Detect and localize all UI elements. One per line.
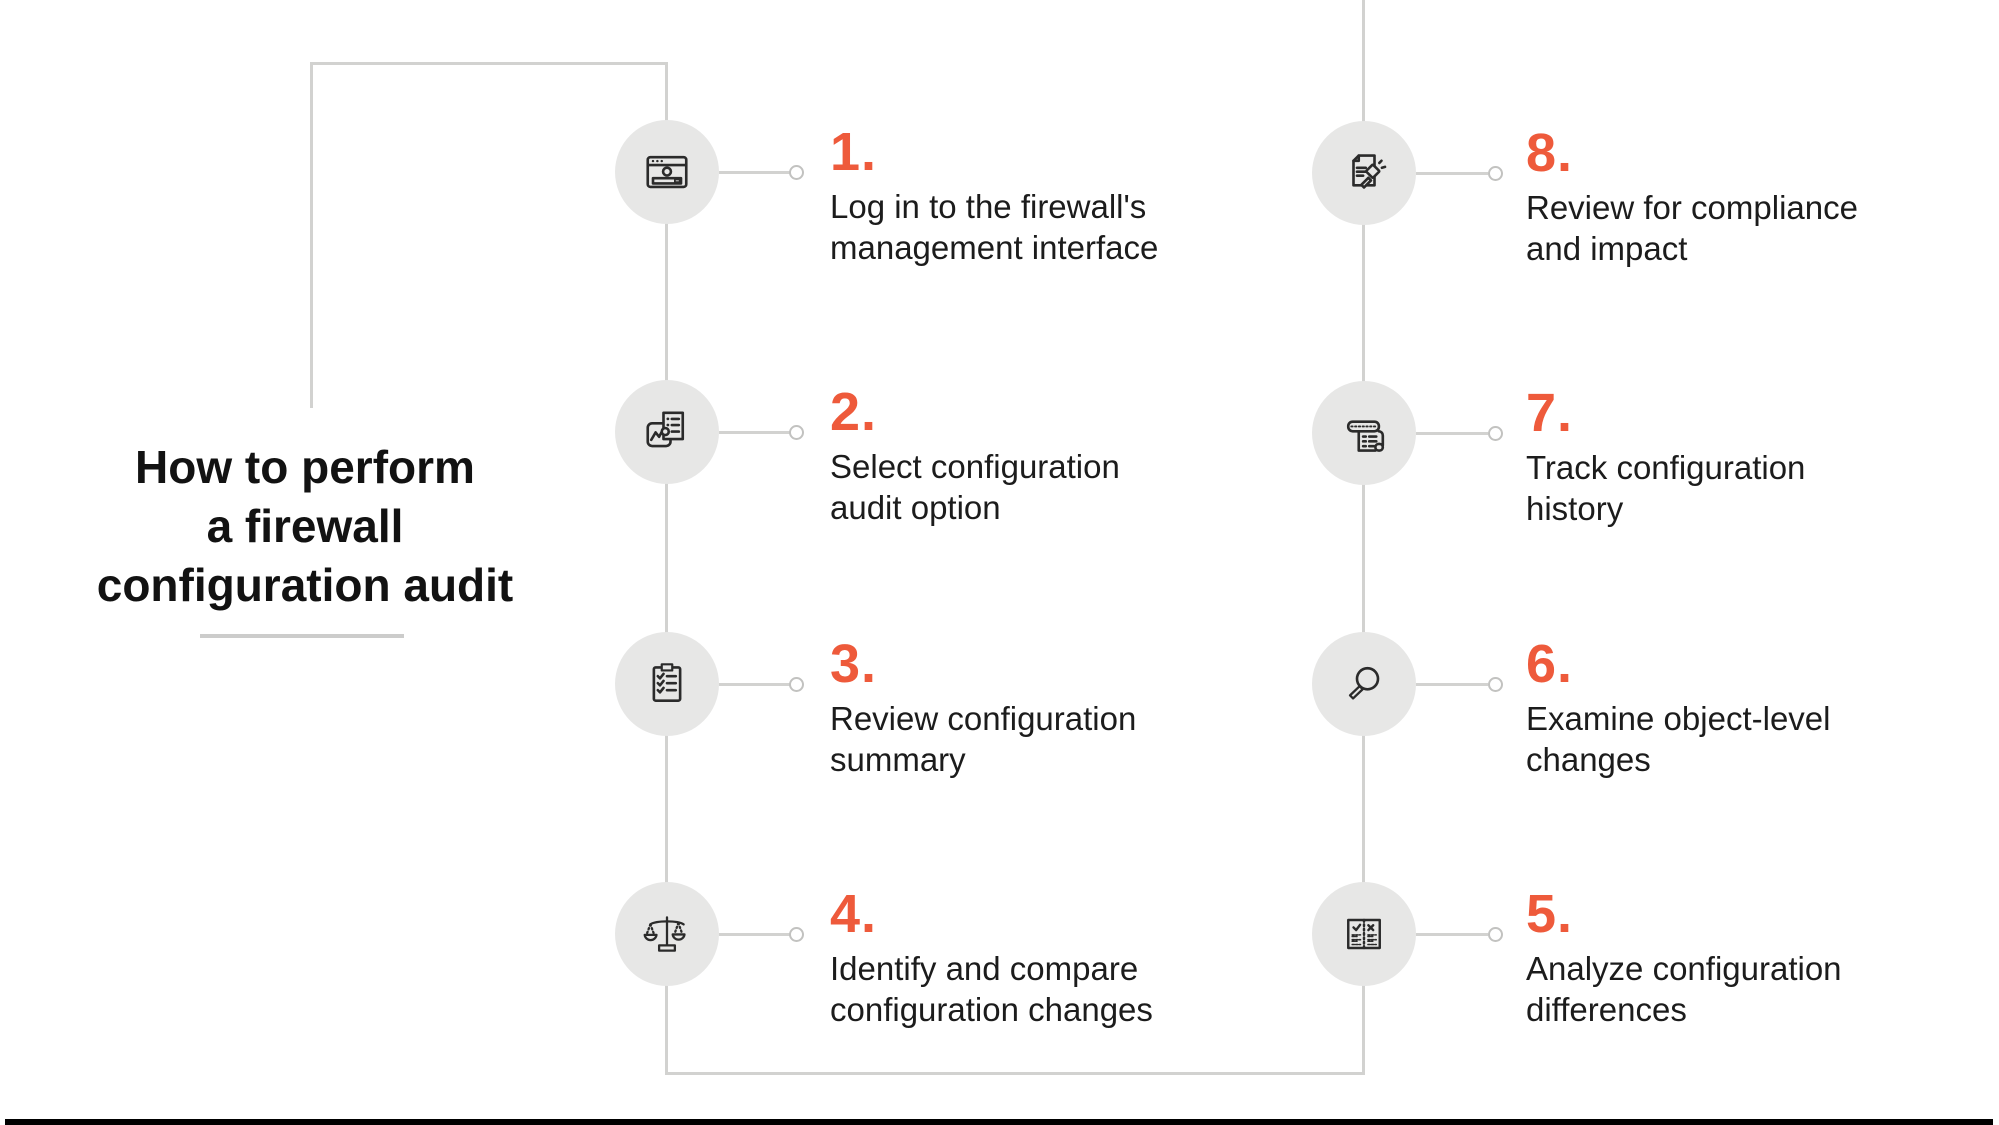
- step-2: 2. Select configuration audit option: [830, 384, 1120, 528]
- step-3-endpoint-ring: [789, 677, 804, 692]
- magnifier-icon: [1348, 666, 1380, 700]
- step-3-icon-circle: [615, 632, 719, 736]
- step-1-number: 1.: [830, 122, 878, 182]
- step-2-endpoint-ring: [789, 425, 804, 440]
- step-4: 4. Identify and compare configuration ch…: [830, 886, 1153, 1030]
- step-6-icon-circle: [1312, 632, 1416, 736]
- step-7-endpoint-ring: [1488, 426, 1503, 441]
- step-5-label: Analyze configuration differences: [1526, 950, 1842, 1028]
- step-1-stub-line: [719, 171, 790, 174]
- step-5: 5. Analyze configuration differences: [1526, 886, 1842, 1030]
- title-line-1: How to perform: [135, 441, 475, 493]
- step-7: 7. Track configuration history: [1526, 385, 1805, 529]
- login-window-icon: [646, 155, 688, 189]
- scroll-history-icon: [1346, 420, 1385, 452]
- step-2-stub-line: [719, 431, 790, 434]
- step-1-label: Log in to the firewall's management inte…: [830, 188, 1159, 266]
- step-6-label: Examine object-level changes: [1526, 700, 1831, 778]
- title-connector-horizontal: [310, 62, 668, 65]
- step-8-stub-line: [1416, 172, 1488, 175]
- balance-scale-icon: [643, 916, 686, 952]
- step-4-endpoint-ring: [789, 927, 804, 942]
- title-line-3: configuration audit: [96, 559, 514, 611]
- diff-table-icon: [1347, 918, 1381, 950]
- step-3-stub-line: [719, 683, 790, 686]
- infographic-title: How to perform a firewall configuration …: [30, 438, 580, 615]
- title-line-2: a firewall: [206, 500, 404, 552]
- title-connector-vertical: [310, 62, 313, 408]
- right-column-line: [1362, 0, 1365, 1075]
- step-6-stub-line: [1416, 683, 1488, 686]
- step-8-endpoint-ring: [1488, 166, 1503, 181]
- step-8-label: Review for compliance and impact: [1526, 189, 1858, 267]
- step-7-label: Track configuration history: [1526, 449, 1806, 527]
- step-3-label: Review configuration summary: [830, 700, 1137, 778]
- step-7-stub-line: [1416, 432, 1488, 435]
- compliance-gavel-icon: [1352, 154, 1387, 189]
- step-6-endpoint-ring: [1488, 677, 1503, 692]
- step-5-endpoint-ring: [1488, 927, 1503, 942]
- step-4-icon-circle: [615, 882, 719, 986]
- step-8-number: 8.: [1526, 123, 1574, 183]
- step-4-number: 4.: [830, 884, 878, 944]
- step-5-icon-circle: [1312, 882, 1416, 986]
- step-1-endpoint-ring: [789, 165, 804, 180]
- checklist-clipboard-icon: [652, 663, 682, 702]
- step-3-number: 3.: [830, 634, 878, 694]
- step-6: 6. Examine object-level changes: [1526, 636, 1830, 780]
- step-3: 3. Review configuration summary: [830, 636, 1136, 780]
- step-2-label: Select configuration audit option: [830, 448, 1120, 526]
- title-underline-divider: [200, 634, 404, 638]
- step-1-icon-circle: [615, 120, 719, 224]
- step-2-number: 2.: [830, 382, 878, 442]
- step-1: 1. Log in to the firewall's management i…: [830, 124, 1158, 268]
- step-7-number: 7.: [1526, 383, 1574, 443]
- config-option-icon: [646, 411, 685, 448]
- step-8: 8. Review for compliance and impact: [1526, 125, 1858, 269]
- step-2-icon-circle: [615, 380, 719, 484]
- step-4-stub-line: [719, 933, 790, 936]
- step-8-icon-circle: [1312, 121, 1416, 225]
- bottom-connector-line: [665, 1072, 1365, 1075]
- step-6-number: 6.: [1526, 634, 1574, 694]
- step-5-number: 5.: [1526, 884, 1574, 944]
- step-4-label: Identify and compare configuration chang…: [830, 950, 1153, 1028]
- left-column-line: [665, 62, 668, 1075]
- step-5-stub-line: [1416, 933, 1488, 936]
- step-7-icon-circle: [1312, 381, 1416, 485]
- bottom-divider-bar: [5, 1119, 1993, 1125]
